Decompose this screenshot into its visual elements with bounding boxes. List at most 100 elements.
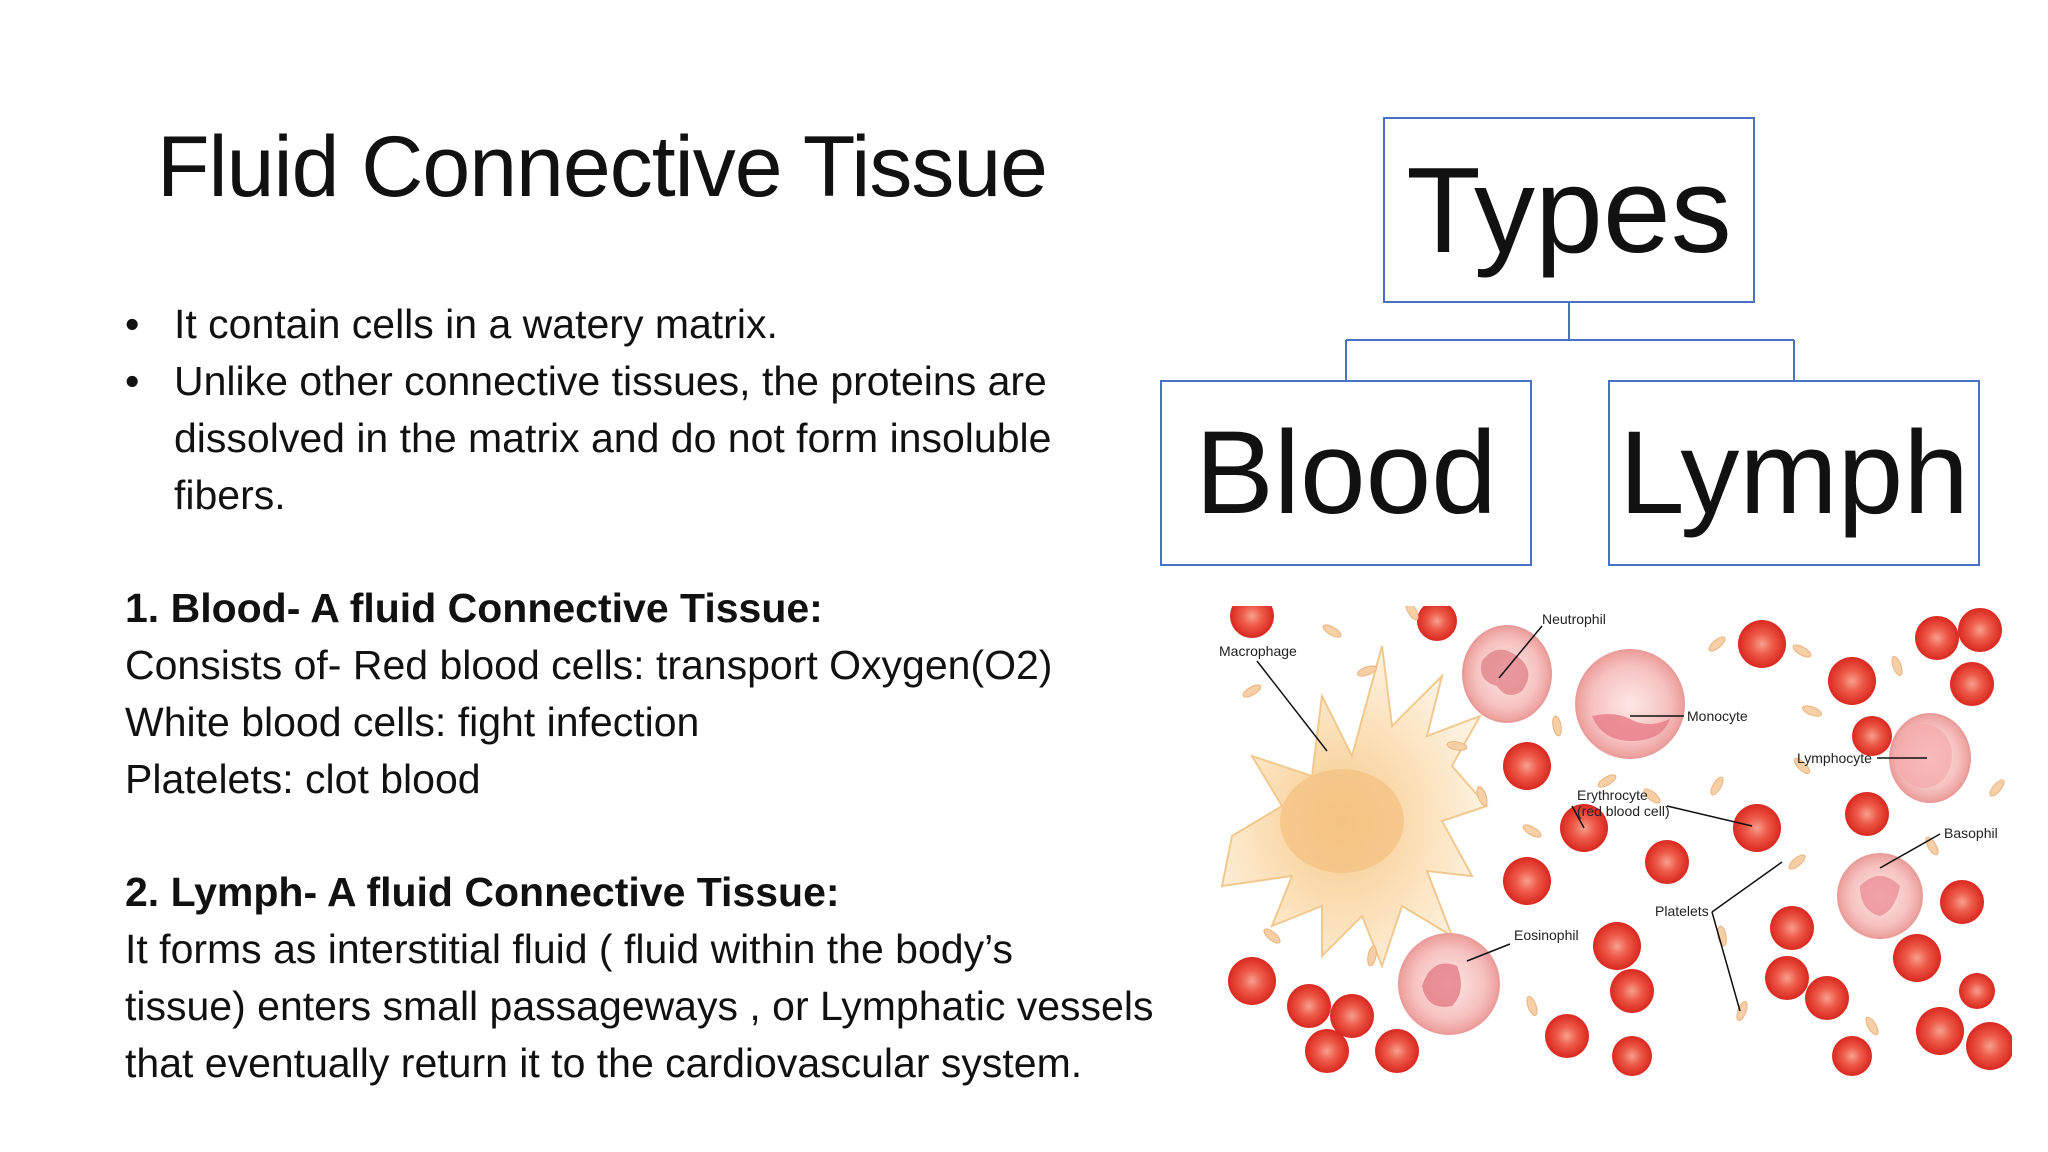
monocyte-label: Monocyte (1687, 708, 1748, 724)
platelet (1405, 606, 1419, 621)
monocyte-nucleus (1592, 714, 1670, 741)
platelet (1793, 757, 1811, 775)
red-blood-cell (1593, 922, 1641, 970)
white-blood-cells (1398, 625, 1971, 1035)
lymph-label: Lymph (1619, 407, 1969, 539)
platelet (1242, 684, 1262, 698)
platelet (1357, 665, 1377, 677)
platelet (1802, 705, 1822, 717)
red-blood-cell (1852, 716, 1892, 756)
erythrocyte-sublabel: (red blood cell) (1577, 803, 1670, 819)
basophil-label: Basophil (1944, 825, 1998, 841)
lymph-heading: 2. Lymph- A fluid Connective Tissue: (125, 869, 840, 915)
platelet (1891, 656, 1903, 676)
platelet (1989, 779, 2005, 797)
leader-line (1711, 861, 1783, 913)
bullet-item: It contain cells in a watery matrix. (125, 296, 1135, 353)
blood-box: Blood (1160, 380, 1532, 566)
red-blood-cell (1417, 606, 1457, 641)
erythrocyte-label: Erythrocyte (1577, 787, 1648, 803)
platelet (1526, 996, 1538, 1016)
leader-line (1666, 805, 1753, 827)
types-label: Types (1406, 142, 1732, 278)
platelet (1263, 928, 1281, 944)
red-blood-cell (1832, 1036, 1872, 1076)
red-blood-cell (1958, 608, 2002, 652)
lymph-box: Lymph (1608, 380, 1980, 566)
platelet (1708, 636, 1726, 652)
platelets-label: Platelets (1655, 903, 1709, 919)
monocyte-cell (1575, 649, 1685, 759)
macrophage-nucleus (1280, 769, 1404, 873)
eosinophil-nucleus (1422, 963, 1461, 1007)
platelet (1552, 715, 1562, 737)
leader-line (1879, 833, 1941, 869)
leader-line (1711, 911, 1741, 1012)
types-box: Types (1383, 117, 1755, 303)
lymphocyte-label: Lymphocyte (1797, 750, 1872, 766)
blood-heading: 1. Blood- A fluid Connective Tissue: (125, 585, 823, 631)
red-blood-cell (1828, 657, 1876, 705)
red-blood-cell (1940, 880, 1984, 924)
platelet (1643, 788, 1661, 804)
eosinophil-label: Eosinophil (1514, 927, 1579, 943)
platelet (1446, 741, 1468, 751)
macrophage-label: Macrophage (1219, 643, 1297, 659)
blood-label: Blood (1195, 407, 1497, 539)
red-blood-cell (1330, 994, 1374, 1038)
slide-title: Fluid Connective Tissue (157, 119, 1048, 215)
leader-line (1498, 625, 1543, 679)
leader-line (1571, 805, 1585, 829)
basophil-nucleus (1860, 876, 1900, 916)
leader-line (1256, 660, 1328, 752)
red-blood-cell (1645, 840, 1689, 884)
red-blood-cell (1893, 934, 1941, 982)
platelet (1522, 824, 1542, 838)
platelet (1788, 854, 1806, 870)
platelet (1367, 945, 1377, 967)
lymph-line: tissue) enters small passageways , or Ly… (125, 983, 1154, 1029)
blood-line: Consists of- Red blood cells: transport … (125, 642, 1053, 688)
blood-line: Platelets: clot blood (125, 756, 481, 802)
blood-section: 1. Blood- A fluid Connective Tissue: Con… (125, 580, 1052, 808)
red-blood-cell (1916, 1007, 1964, 1055)
label-leader-lines (1256, 625, 1941, 1012)
red-blood-cell (1845, 792, 1889, 836)
red-blood-cell (1959, 973, 1995, 1009)
platelet (1792, 644, 1812, 658)
red-blood-cell (1545, 1014, 1589, 1058)
platelet (1322, 624, 1342, 638)
red-blood-cell (1950, 662, 1994, 706)
lymph-section: 2. Lymph- A fluid Connective Tissue: It … (125, 864, 1153, 1092)
red-blood-cells (1228, 606, 2012, 1076)
blood-cells-figure: Macrophage Neutrophil Monocyte Lymphocyt… (1219, 606, 2012, 1076)
blood-line: White blood cells: fight infection (125, 699, 700, 745)
lymph-line: that eventually return it to the cardiov… (125, 1040, 1083, 1086)
red-blood-cell (1770, 906, 1814, 950)
platelet (1925, 836, 1939, 856)
platelet (1597, 774, 1617, 788)
red-blood-cell (1287, 984, 1331, 1028)
platelets (1242, 606, 2005, 1036)
neutrophil-nucleus (1481, 649, 1529, 695)
lymph-line: It forms as interstitial fluid ( fluid w… (125, 926, 1013, 972)
red-blood-cell (1305, 1029, 1349, 1073)
red-blood-cell (1805, 976, 1849, 1020)
platelet (1710, 776, 1724, 796)
red-blood-cell (1765, 956, 1809, 1000)
lymphocyte-nucleus (1896, 724, 1952, 788)
red-blood-cell (1966, 1022, 2012, 1070)
platelet (1865, 1016, 1879, 1036)
neutrophil-label: Neutrophil (1542, 611, 1606, 627)
leader-line (1466, 943, 1511, 962)
bullet-list: It contain cells in a watery matrix. Unl… (125, 296, 1135, 524)
red-blood-cell (1228, 957, 1276, 1005)
red-blood-cell (1733, 804, 1781, 852)
red-blood-cell (1503, 742, 1551, 790)
platelet (1736, 1001, 1748, 1021)
red-blood-cell (1610, 969, 1654, 1013)
red-blood-cell (1230, 606, 1274, 638)
bullet-item: Unlike other connective tissues, the pro… (125, 353, 1135, 524)
red-blood-cell (1375, 1029, 1419, 1073)
